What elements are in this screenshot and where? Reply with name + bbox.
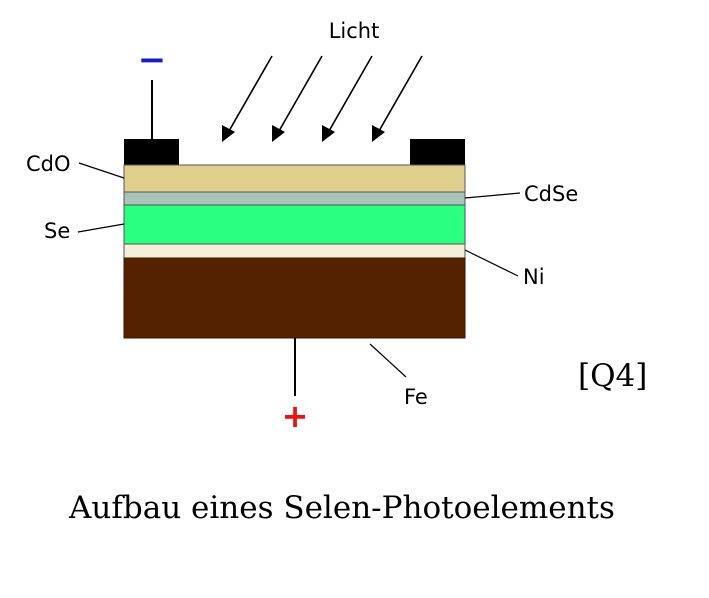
plus-sign: +: [282, 397, 309, 435]
leader-cdse: [464, 192, 521, 199]
label-cdse: CdSe: [524, 182, 578, 206]
label-se: Se: [44, 219, 70, 243]
label-fe: Fe: [404, 385, 428, 409]
light-label: Licht: [329, 19, 380, 43]
light-arrow-2-head: [272, 125, 285, 142]
layer-ni: [123, 243, 466, 259]
layer-cdo: [123, 164, 466, 193]
leader-ni: [464, 249, 519, 277]
diagram-caption: Aufbau eines Selen-Photoelements: [68, 490, 615, 526]
reference-tag: [Q4]: [578, 358, 647, 394]
leader-se: [77, 223, 125, 233]
top-electrode-left: [124, 139, 179, 166]
top-electrode-right: [410, 139, 465, 166]
leader-fe: [369, 343, 407, 378]
light-arrow-3-head: [322, 125, 335, 142]
layer-se: [123, 204, 466, 245]
light-arrow-4-head: [372, 125, 385, 142]
light-arrow-1: [228, 55, 273, 132]
light-arrow-1-head: [222, 125, 235, 142]
light-arrow-3: [328, 55, 373, 132]
layer-cdse: [123, 191, 466, 206]
label-ni: Ni: [523, 265, 545, 289]
label-cdo: CdO: [26, 152, 71, 176]
layer-fe: [123, 257, 466, 339]
light-arrows: [222, 55, 423, 142]
minus-sign: −: [138, 40, 167, 80]
leader-lines: [77, 162, 521, 378]
leader-cdo: [78, 162, 125, 179]
light-arrow-2: [278, 55, 323, 132]
light-arrow-4: [378, 55, 423, 132]
